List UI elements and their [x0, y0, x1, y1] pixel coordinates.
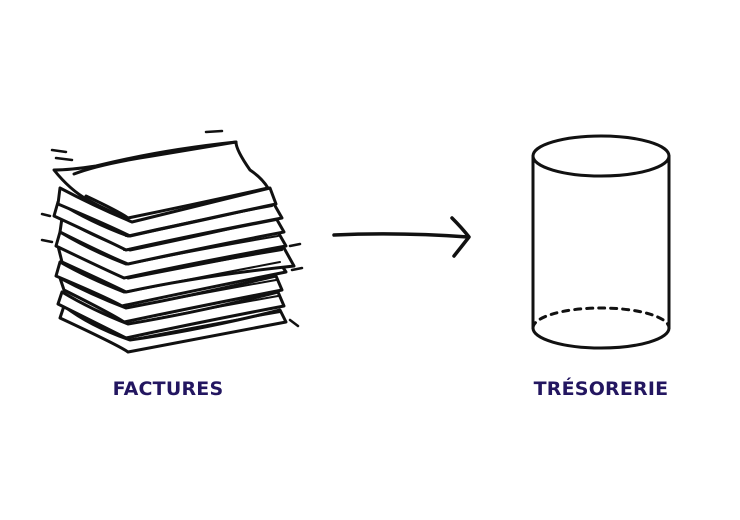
- paper-stack-icon: [40, 129, 304, 354]
- arrow-right-icon: [332, 216, 471, 258]
- label-factures: FACTURES: [112, 378, 224, 400]
- label-tresorerie: TRÉSORERIE: [533, 378, 669, 400]
- cylinder-icon: [531, 134, 671, 350]
